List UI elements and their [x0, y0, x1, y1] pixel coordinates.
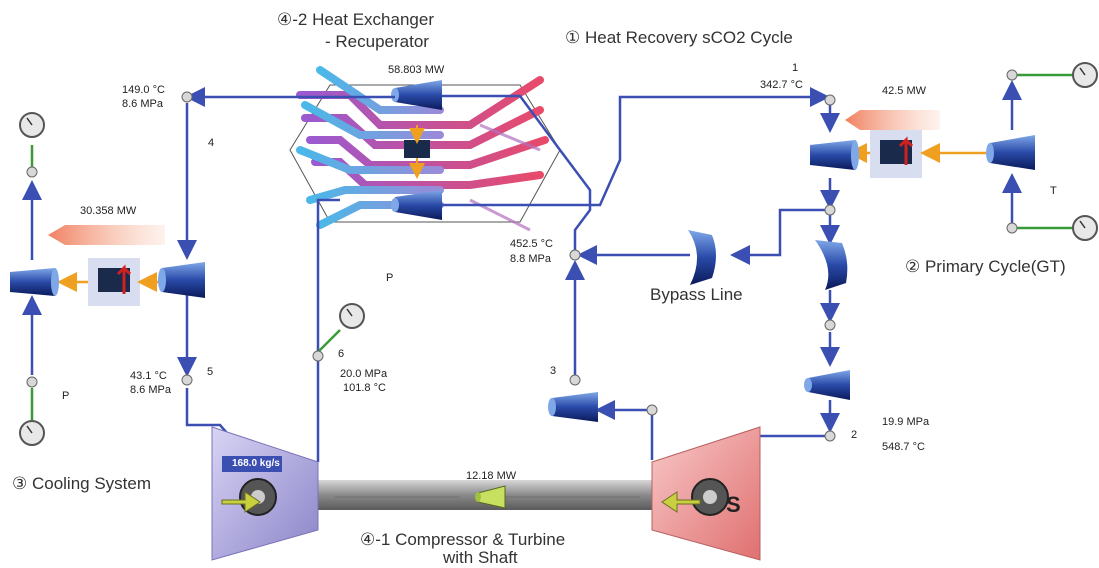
mass-flow: 168.0 kg/s	[232, 458, 280, 469]
junction-nodes	[26, 69, 1018, 442]
recuperator	[289, 66, 561, 232]
instrument-lines	[30, 73, 1075, 420]
state-1-temp: 342.7 °C	[760, 79, 803, 91]
state-2-temp: 548.7 °C	[882, 441, 925, 453]
cooler	[57, 258, 162, 306]
heat-recovery-title: ① Heat Recovery sCO2 Cycle	[565, 28, 793, 47]
shaft-power: 12.18 MW	[466, 470, 517, 482]
compressor-turbine-title: ④-1 Compressor & Turbine	[360, 530, 566, 549]
state-6-temp: 101.8 °C	[343, 382, 386, 394]
recuperator-hot-cone-icon	[391, 80, 442, 110]
state-5-number: 5	[207, 366, 214, 378]
state-4-temp: 149.0 °C	[122, 84, 165, 96]
gauge-icon	[339, 303, 365, 329]
primary-cycle-title: ② Primary Cycle(GT)	[905, 257, 1066, 276]
cooling-p-marker: P	[62, 390, 70, 402]
gauge-icon	[1072, 62, 1098, 88]
shaft-coupling-icon	[475, 485, 506, 509]
state-1-number: 1	[792, 62, 799, 74]
state-5-temp: 43.1 °C	[130, 370, 167, 382]
heat-flow-cooling-icon	[48, 225, 165, 245]
gauge-icon	[19, 112, 45, 138]
bypass-line-label: Bypass Line	[650, 285, 743, 304]
turbine-exhaust-cone-icon	[548, 392, 598, 422]
cooler-out-cone-icon	[10, 268, 59, 296]
gauge-icon	[1072, 215, 1098, 241]
state-4-press: 8.6 MPa	[122, 98, 163, 110]
recuperator-cold-cone-icon	[391, 190, 442, 220]
heat-exchanger-title: ④-2 Heat Exchanger	[277, 10, 434, 29]
primary-t-marker: T	[1050, 185, 1057, 197]
turbine-inlet-cone-icon	[815, 240, 848, 290]
bypass-node-press: 8.8 MPa	[510, 253, 551, 265]
primary-hot-cone-icon	[986, 135, 1035, 170]
primary-cold-cone-icon	[810, 140, 859, 170]
heat-flow-primary-icon	[845, 110, 940, 130]
compressor-turbine-subtitle: with Shaft	[443, 548, 518, 567]
state-4-number: 4	[208, 137, 215, 149]
state-2-press: 19.9 MPa	[882, 416, 930, 428]
recuperator-power: 58.803 MW	[388, 64, 445, 76]
cooling-system-title: ③ Cooling System	[12, 474, 152, 493]
bypass-node-temp: 452.5 °C	[510, 238, 553, 250]
bypass-cone-icon	[688, 230, 716, 285]
bottom-right-cone-icon	[804, 370, 850, 400]
primary-heater	[847, 130, 990, 178]
center-p-marker: P	[386, 272, 394, 284]
turbine: S	[651, 426, 761, 561]
compressor	[211, 426, 319, 561]
gauge-icon	[19, 420, 45, 446]
cooling-power: 30.358 MW	[80, 205, 137, 217]
state-3-number: 3	[550, 365, 557, 377]
state-5-press: 8.6 MPa	[130, 384, 171, 396]
heat-exchanger-subtitle: - Recuperator	[325, 32, 429, 51]
state-2-number: 2	[851, 429, 858, 441]
svg-text:S: S	[726, 492, 741, 517]
cooler-in-cone-icon	[158, 262, 205, 298]
primary-power: 42.5 MW	[882, 85, 927, 97]
recuperator-core-icon	[404, 140, 430, 158]
state-6-press: 20.0 MPa	[340, 368, 388, 380]
state-6-number: 6	[338, 348, 345, 360]
